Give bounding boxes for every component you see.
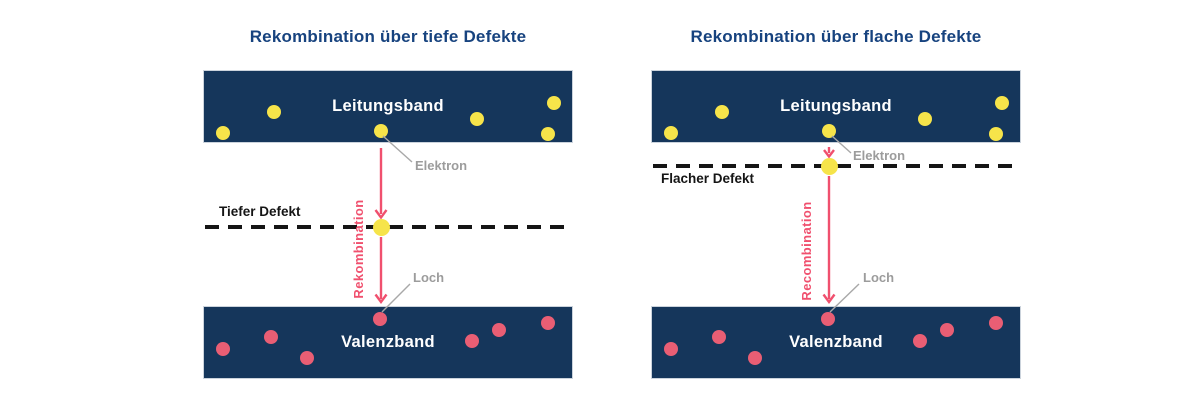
hole-dot	[913, 334, 927, 348]
hole-dot	[264, 330, 278, 344]
trapped-electron-dot	[820, 157, 838, 175]
hole-dot	[541, 316, 555, 330]
arrowhead-icon	[822, 293, 836, 305]
conduction-band: Leitungsband	[651, 70, 1021, 143]
panel-deep-defects: Rekombination über tiefe Defekte Leitung…	[203, 0, 573, 400]
hole-dot	[373, 312, 387, 326]
hole-dot	[712, 330, 726, 344]
hole-annotation: Loch	[863, 270, 895, 285]
electron-dot	[989, 127, 1003, 141]
hole-dot	[940, 323, 954, 337]
hole-dot	[216, 342, 230, 356]
valence-band-label: Valenzband	[789, 333, 883, 351]
electron-dot	[470, 112, 484, 126]
panel-title: Rekombination über tiefe Defekte	[249, 27, 527, 46]
valence-band: Valenzband	[651, 306, 1021, 379]
conduction-band-label: Leitungsband	[332, 97, 444, 115]
electron-annotation: Elektron	[853, 148, 906, 163]
hole-dot	[465, 334, 479, 348]
hole-dot	[821, 312, 835, 326]
electron-dot	[547, 96, 561, 110]
hole-annotation: Loch	[413, 270, 445, 285]
valence-band-label: Valenzband	[341, 333, 435, 351]
panel-shallow-defects: Rekombination über flache Defekte Leitun…	[651, 0, 1021, 400]
hole-dot	[664, 342, 678, 356]
hole-dot	[748, 351, 762, 365]
electron-annotation: Elektron	[415, 158, 468, 173]
electron-dot	[267, 105, 281, 119]
electron-dot	[918, 112, 932, 126]
electron-dot	[822, 124, 836, 138]
hole-dot	[300, 351, 314, 365]
defect-level-label: Flacher Defekt	[661, 171, 755, 186]
valence-band: Valenzband	[203, 306, 573, 379]
trapped-electron-dot	[372, 218, 390, 236]
arrowhead-icon	[374, 209, 388, 220]
arrowhead-icon	[374, 293, 388, 305]
electron-dot	[715, 105, 729, 119]
electron-dot	[541, 127, 555, 141]
panel-title: Rekombination über flache Defekte	[690, 27, 982, 46]
electron-dot	[374, 124, 388, 138]
electron-dot	[664, 126, 678, 140]
electron-dot	[995, 96, 1009, 110]
hole-dot	[492, 323, 506, 337]
arrowhead-icon	[823, 149, 835, 159]
conduction-band-label: Leitungsband	[780, 97, 892, 115]
defect-level-label: Tiefer Defekt	[219, 204, 301, 219]
electron-dot	[216, 126, 230, 140]
conduction-band: Leitungsband	[203, 70, 573, 143]
hole-dot	[989, 316, 1003, 330]
recombination-label: Recombination	[799, 201, 814, 301]
recombination-label: Rekombination	[351, 199, 366, 299]
